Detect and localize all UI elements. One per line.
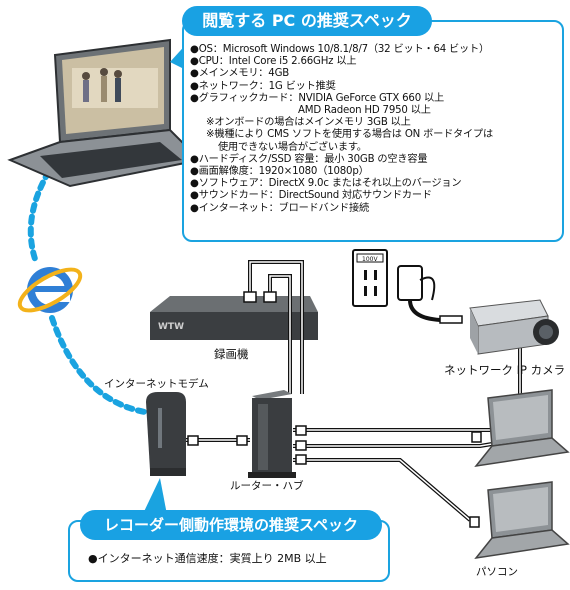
spec-item: AMD Radeon HD 7950 以上 (298, 105, 431, 117)
recorder-callout-pointer (140, 478, 168, 520)
pc-spec-panel (182, 20, 564, 242)
client-laptop-1 (474, 389, 570, 468)
recorder-spec-item: ●インターネット通信速度：実質上り 2MB 以上 (88, 552, 327, 565)
spec-item: ●ソフトウェア：DirectX 9.0c またはそれ以上のバージョン (190, 178, 462, 190)
spec-note: ※オンボードの場合はメインメモリ 3GB 以上 (206, 117, 411, 129)
spec-item: ●ネットワーク：1G ビット推奨 (190, 80, 336, 92)
viewer-laptop (7, 38, 203, 188)
ip-camera (469, 299, 559, 355)
spec-note: ※機種により CMS ソフトを使用する場合は ON ボードタイプは (206, 129, 494, 141)
pc-spec-list: ●OS：Microsoft Windows 10/8.1/8/7（32 ビット・… (190, 44, 556, 215)
recorder-device: WTW (150, 296, 318, 340)
recorder-spec-title: レコーダー側動作環境の推奨スペック (80, 510, 382, 540)
camera-label: ネットワーク IP カメラ (444, 363, 566, 377)
power-adapter (397, 265, 463, 324)
wireless-link-lower (49, 315, 148, 415)
modem-device (146, 392, 186, 476)
spec-item: ●ハードディスク/SSD 容量：最小 30GB の空き容量 (190, 153, 428, 165)
power-outlet: 100V (352, 249, 388, 307)
internet-explorer-icon (17, 267, 83, 313)
router-label: ルーター・ハブ (230, 480, 304, 492)
spec-note: 使用できない場合がございます。 (218, 141, 367, 153)
connector-plugs (187, 291, 482, 528)
spec-item: ●グラフィックカード：NVIDIA GeForce GTX 660 以上 (190, 92, 445, 104)
spec-item: ●画面解像度：1920×1080（1080p） (190, 166, 369, 178)
spec-item: ●メインメモリ：4GB (190, 68, 290, 80)
pc-label: パソコン (476, 566, 518, 578)
recorder-brand: WTW (158, 322, 184, 332)
client-laptop-2 (474, 481, 570, 560)
spec-item: ●サウンドカード：DirectSound 対応サウンドカード (190, 190, 432, 202)
spec-item: ●インターネット：ブロードバンド接続 (190, 202, 369, 214)
spec-item: ●CPU：Intel Core i5 2.66GHz 以上 (190, 56, 357, 68)
recorder-label: 録画機 (214, 347, 249, 361)
router-device (248, 390, 296, 478)
outlet-label: 100V (362, 256, 378, 263)
pc-spec-title: 閲覧する PC の推奨スペック (182, 6, 432, 36)
spec-item: ●OS：Microsoft Windows 10/8.1/8/7（32 ビット・… (190, 44, 489, 55)
modem-label: インターネットモデム (104, 378, 209, 390)
